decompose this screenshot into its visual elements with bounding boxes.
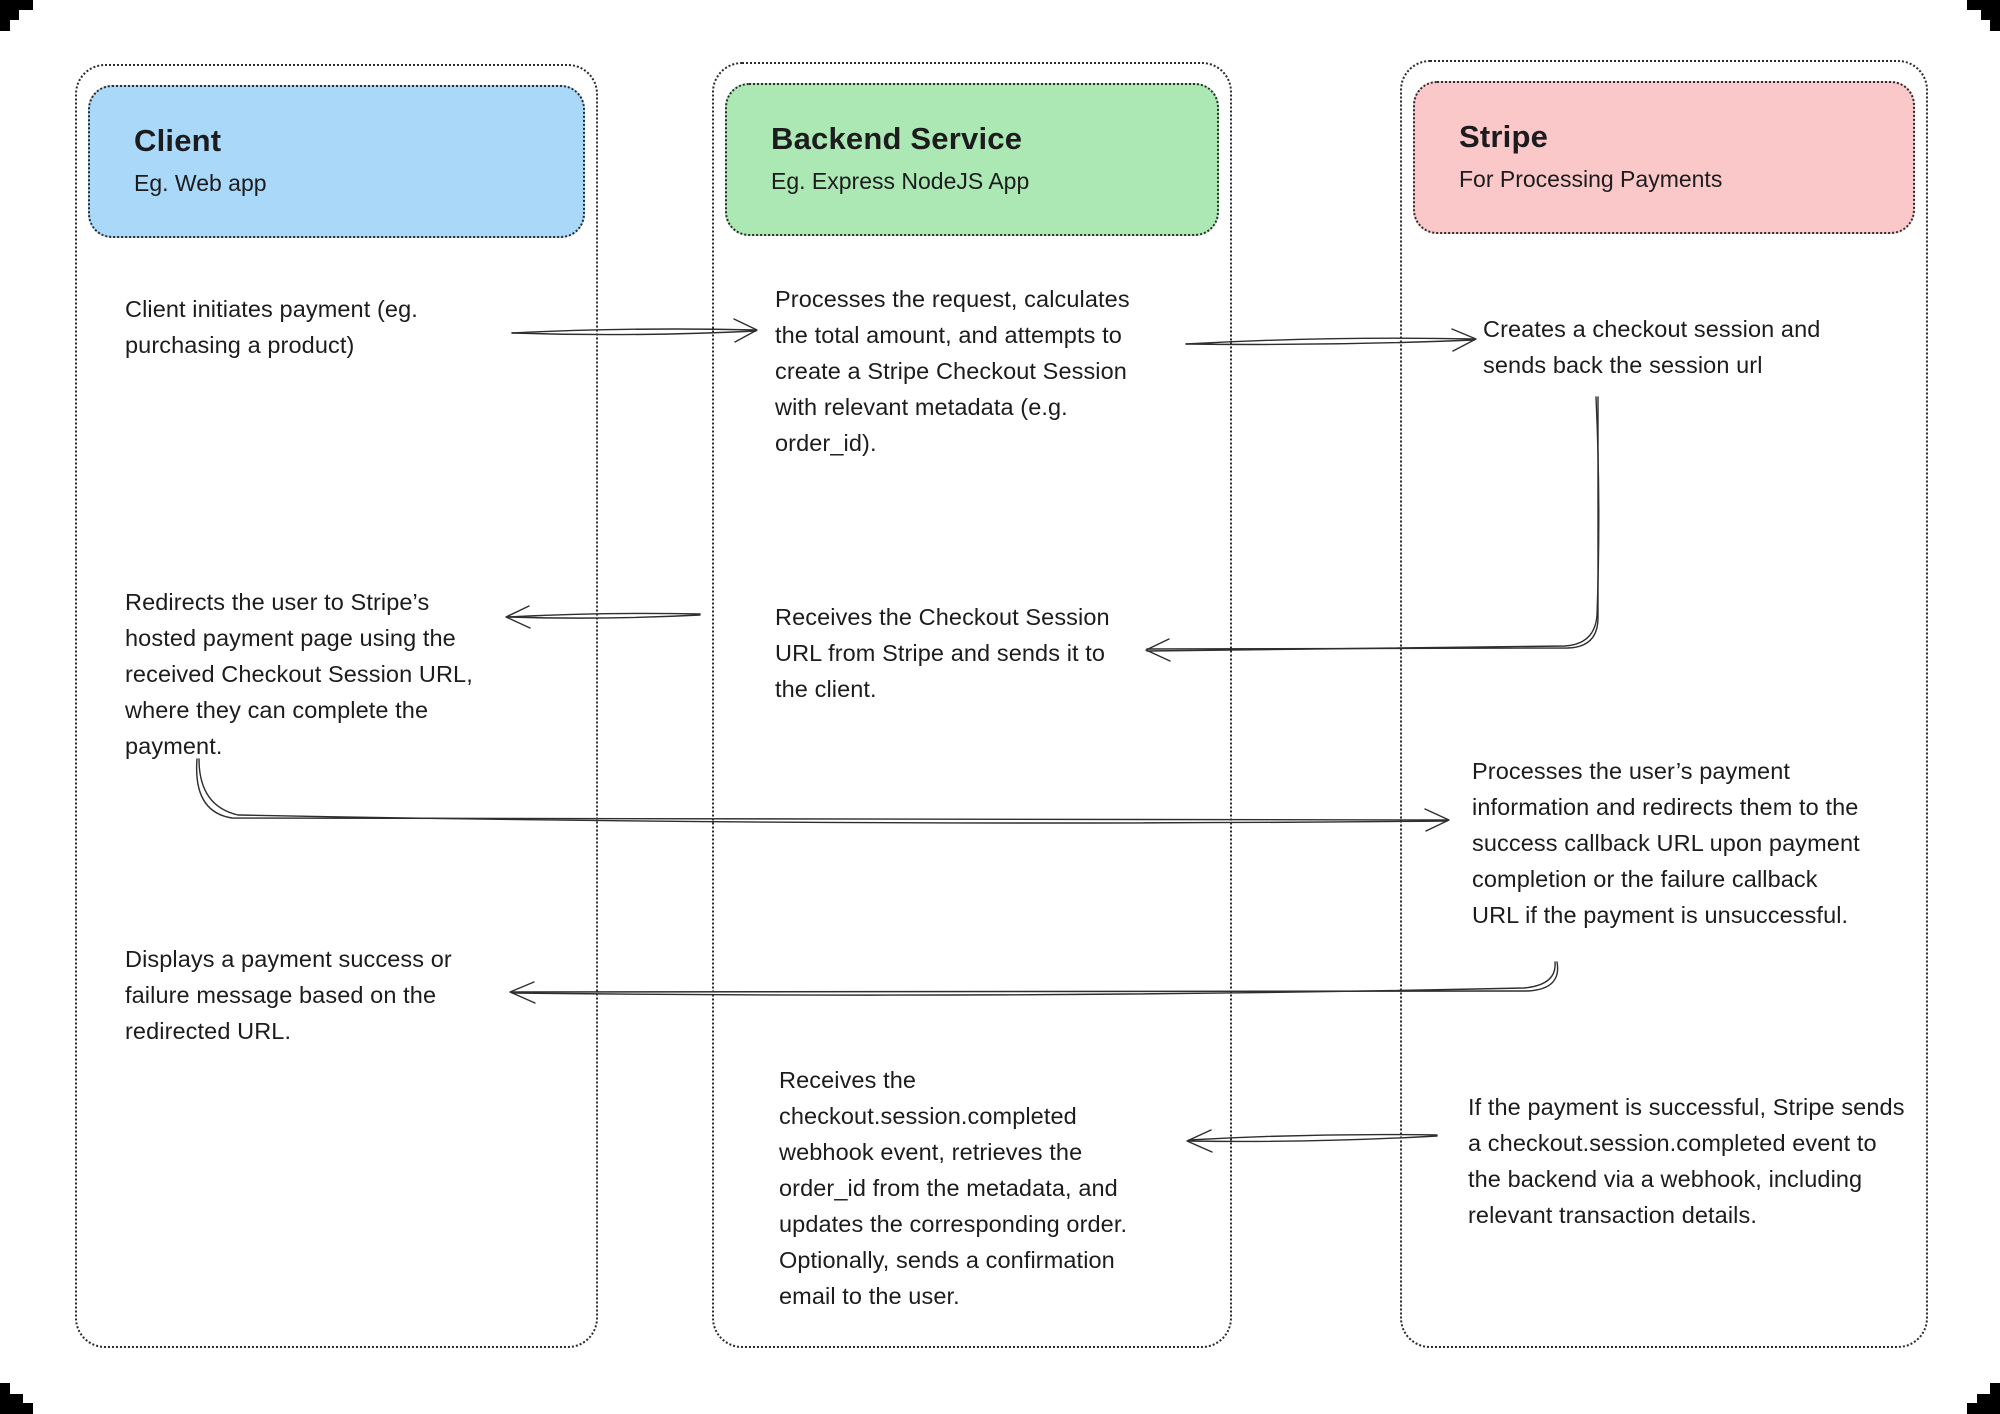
step-backend-receives-session-url: Receives the Checkout Session URL from S… [775,604,1110,702]
step-stripe-sends-webhook: If the payment is successful, Stripe sen… [1468,1094,1905,1228]
corner-pixel-bottom-left [0,1383,33,1414]
lane-subtitle-client: Eg. Web app [134,170,267,197]
lane-title-client: Client [134,123,222,158]
step-client-initiates-payment: Client initiates payment (eg. purchasing… [125,296,418,358]
corner-pixel-top-right [1967,0,2000,31]
step-client-redirects-user: Redirects the user to Stripe’s hosted pa… [125,589,473,759]
lane-header-backend: Backend Service Eg. Express NodeJS App [725,83,1219,236]
lane-header-client: Client Eg. Web app [88,85,585,238]
lane-backend: Backend Service Eg. Express NodeJS App [712,62,1232,1348]
lane-subtitle-backend: Eg. Express NodeJS App [771,168,1030,195]
lane-client: Client Eg. Web app [75,64,598,1348]
lane-subtitle-stripe: For Processing Payments [1459,166,1723,193]
step-backend-processes-request: Processes the request, calculates the to… [775,286,1130,456]
lane-title-backend: Backend Service [771,121,1023,156]
step-backend-receives-webhook: Receives the checkout.session.completed … [779,1067,1128,1309]
corner-pixel-top-left [0,0,33,31]
lane-header-stripe: Stripe For Processing Payments [1413,81,1915,234]
corner-pixel-bottom-right [1967,1383,2000,1414]
lane-stripe: Stripe For Processing Payments [1400,60,1928,1348]
step-stripe-processes-payment: Processes the user’s payment information… [1472,758,1860,928]
lane-title-stripe: Stripe [1459,119,1549,154]
step-stripe-creates-session: Creates a checkout session and sends bac… [1483,316,1821,378]
step-client-displays-result: Displays a payment success or failure me… [125,946,452,1044]
